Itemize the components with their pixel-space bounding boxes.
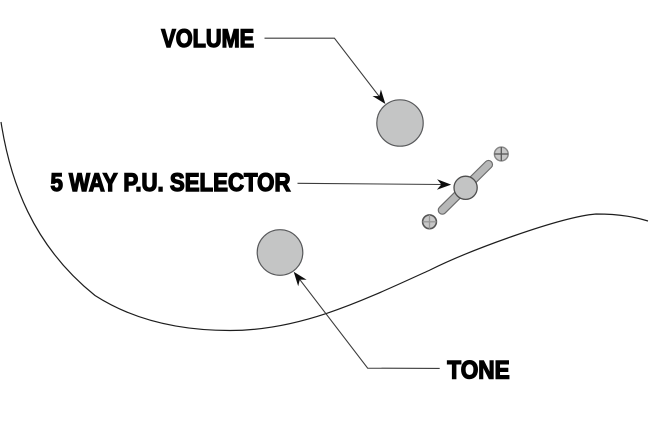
svg-text:TONE: TONE: [447, 357, 509, 385]
svg-text:5 WAY P.U. SELECTOR: 5 WAY P.U. SELECTOR: [51, 169, 291, 197]
svg-text:VOLUME: VOLUME: [161, 25, 254, 53]
